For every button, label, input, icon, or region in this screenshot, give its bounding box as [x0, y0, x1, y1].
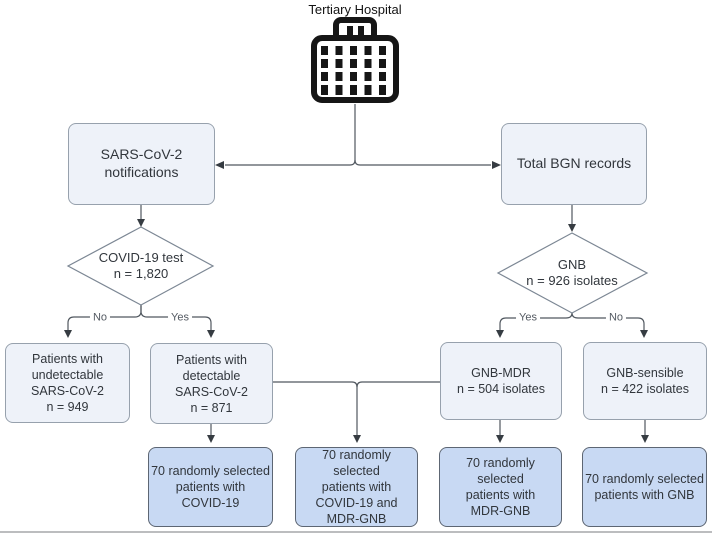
node-gnb-sensible: GNB-sensible n = 422 isolates — [583, 342, 707, 420]
node-selected-covid19-mdr-gnb: 70 randomly selected patients with COVID… — [295, 447, 418, 527]
figure-bottom-border — [0, 531, 712, 533]
node-sars-cov2-notifications: SARS-CoV-2 notifications — [68, 123, 215, 205]
edge-label-gnb-no: No — [605, 312, 627, 324]
node-detectable-sars-cov2: Patients with detectable SARS-CoV-2 n = … — [150, 343, 273, 424]
diagram-title: Tertiary Hospital — [308, 2, 402, 17]
node-gnb-mdr: GNB-MDR n = 504 isolates — [440, 342, 562, 420]
node-selected-covid19: 70 randomly selected patients with COVID… — [148, 447, 273, 527]
node-total-bgn-records: Total BGN records — [501, 123, 647, 205]
decision-covid-test-label: COVID-19 test n = 1,820 — [98, 249, 184, 281]
edge-label-covid-no: No — [89, 312, 111, 324]
hospital-building-icon — [307, 17, 403, 105]
node-selected-gnb: 70 randomly selected patients with GNB — [582, 447, 707, 527]
edge-label-covid-yes: Yes — [168, 312, 192, 324]
node-undetectable-sars-cov2: Patients with undetectable SARS-CoV-2 n … — [5, 343, 130, 423]
decision-gnb-label: GNB n = 926 isolates — [526, 256, 618, 288]
node-selected-mdr-gnb: 70 randomly selected patients with MDR-G… — [439, 447, 562, 527]
edge-label-gnb-yes: Yes — [516, 312, 540, 324]
